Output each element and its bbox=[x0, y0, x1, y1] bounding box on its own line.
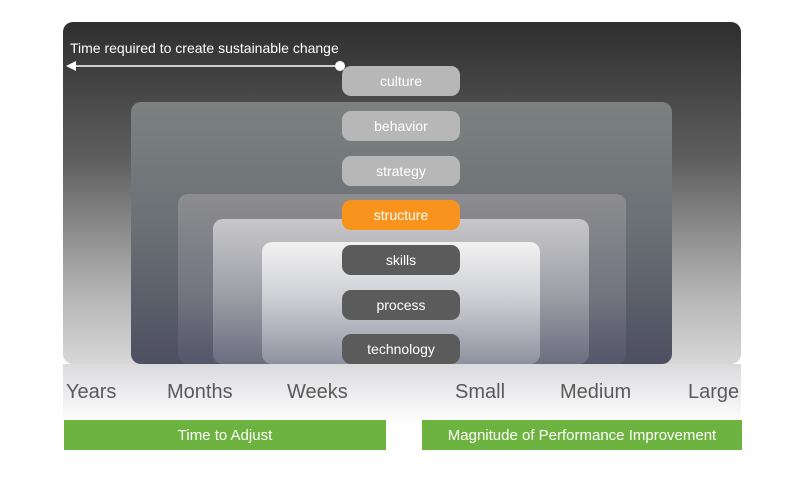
layer-pill-strategy: strategy bbox=[342, 156, 460, 186]
layer-pill-skills: skills bbox=[342, 245, 460, 275]
layer-reflection bbox=[63, 364, 741, 424]
scale-label-small: Small bbox=[455, 381, 506, 403]
scale-label-years: Years bbox=[66, 381, 117, 403]
time-to-adjust-bar: Time to Adjust bbox=[64, 420, 386, 450]
performance-improvement-bar: Magnitude of Performance Improvement bbox=[422, 420, 742, 450]
layer-pill-process: process bbox=[342, 290, 460, 320]
time-arrow-icon bbox=[66, 61, 345, 71]
scale-label-months: Months bbox=[167, 381, 233, 403]
layer-pill-behavior: behavior bbox=[342, 111, 460, 141]
scale-label-large: Large bbox=[688, 381, 740, 403]
time-arrow-label: Time required to create sustainable chan… bbox=[70, 40, 339, 56]
layer-pill-technology: technology bbox=[342, 334, 460, 364]
layer-pill-structure: structure bbox=[342, 200, 460, 230]
scale-label-weeks: Weeks bbox=[287, 381, 348, 403]
scale-label-medium: Medium bbox=[560, 381, 632, 403]
layer-pill-culture: culture bbox=[342, 66, 460, 96]
